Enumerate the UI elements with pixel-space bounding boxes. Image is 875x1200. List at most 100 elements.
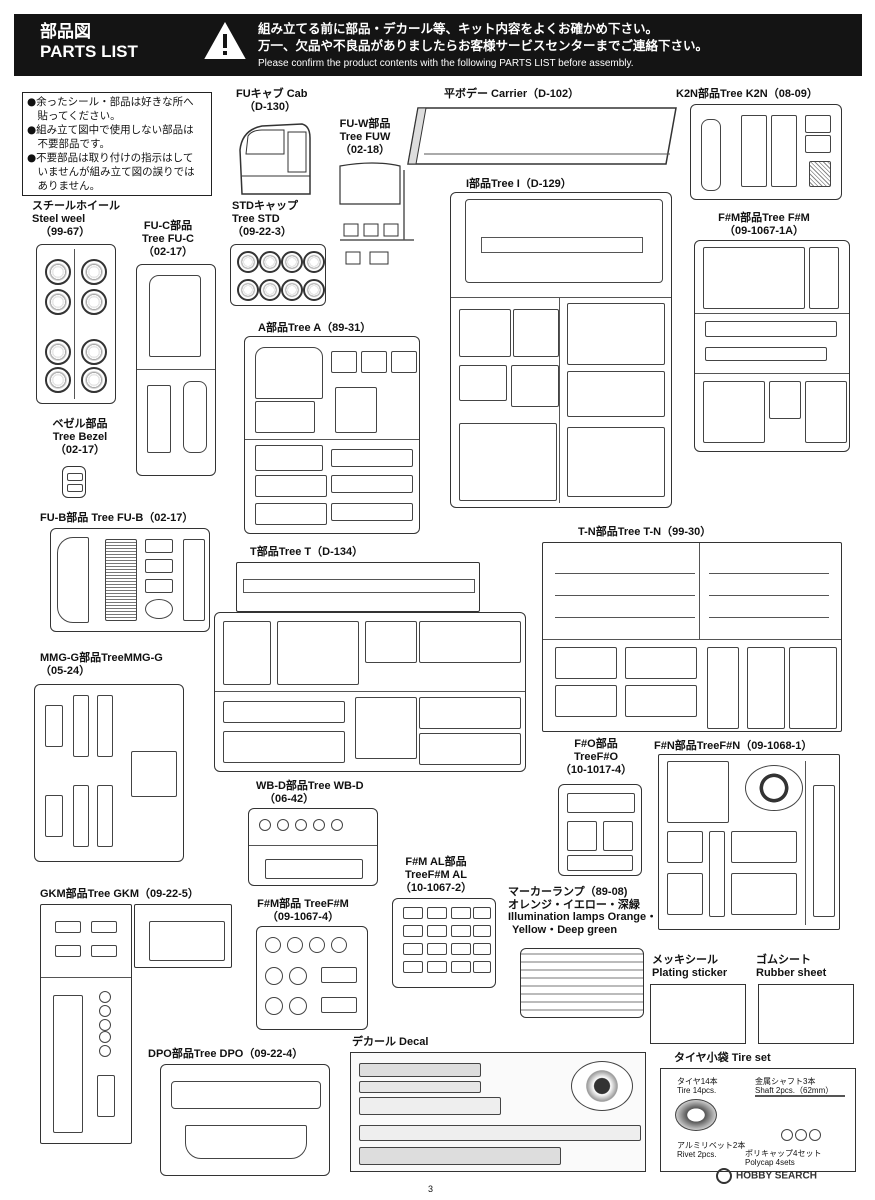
warning-icon [204,22,246,59]
label-text: FU-W部品 [339,118,391,130]
notes-box: ●余ったシール・部品は好きな所へ 貼ってください。 ●組み立て図中で使用しない部… [22,92,212,196]
runner [695,313,849,314]
label-text: F#O部品 [574,738,618,750]
t-n-tree [542,542,842,732]
carrier-part [407,107,677,165]
label-text: Polycap 4sets [745,1158,795,1167]
std-label: STDキャップ Tree STD （09-22-3） [232,200,298,239]
page-number: 3 [428,1184,434,1194]
plating-sticker-sheet [650,984,746,1044]
k2n-tree [690,104,842,200]
steel-wheel-label: スチールホイール Steel weel （99-67） [32,200,120,239]
note-line: いませんが組み立て図の誤りでは [27,166,195,178]
label-text: マーカーランプ（89-08) [508,886,628,898]
note-line: 貼ってください。 [27,110,121,122]
fu-b-tree [50,528,210,632]
wheel-part [45,367,71,393]
runner [805,761,806,925]
label-text: Tree Bezel [52,431,108,443]
runner [695,373,849,374]
tree-t [214,612,526,772]
label-text: TreeF#O [573,751,619,763]
note-line: ●組み立て図中で使用しない部品は [27,124,194,136]
wb-d-tree [248,808,378,886]
polycap-part [795,1129,807,1141]
tree-i-label: I部品Tree I（D-129） [466,178,572,190]
label-text: Tree STD [232,213,280,225]
label-text: Tree FUW [339,131,391,143]
label-text: Shaft 2pcs.（62mm） [755,1086,834,1095]
polycap-label: ポリキャップ4セット Polycap 4sets [745,1149,821,1167]
cab-label: FUキャブ Cab （D-130） [236,88,308,114]
label-text: タイヤ14本 [677,1077,718,1086]
fm-al-label: F#M AL部品 TreeF#M AL （10-1067-2） [386,856,486,895]
label-text: FU-C部品 [143,220,193,232]
t-n-label: T-N部品Tree T-N（99-30） [578,526,712,538]
fm2-label: F#M部品 TreeF#M （09-1067-4） [248,898,358,924]
label-text: Tree FU-C [142,233,194,245]
runner [215,691,525,692]
runner [559,297,560,503]
rail-part [709,617,829,618]
wheel-part [81,339,107,365]
fo-label: F#O部品 TreeF#O （10-1017-4） [546,738,646,777]
note-line: ●不要部品は取り付けの指示はして [27,152,194,164]
rail-part [555,617,695,618]
wheel-part [45,289,71,315]
polycap-part [809,1129,821,1141]
mmg-tree [34,684,184,862]
watermark-logo-icon [716,1168,732,1184]
label-text: （05-24） [40,665,91,677]
label-text: MMG-G部品TreeMMG-G [40,652,163,664]
plating-label: メッキシール Plating sticker [652,954,727,980]
polycap-part [781,1129,793,1141]
title-en: PARTS LIST [40,42,138,61]
rubber-label: ゴムシート Rubber sheet [756,954,826,980]
rail-part [555,573,695,574]
tree-i [450,192,672,508]
wheel-part [45,339,71,365]
runner [451,297,671,298]
label-text: Plating sticker [652,967,728,979]
rail-part [555,595,695,596]
tree-a [244,336,420,534]
wheel-part [81,367,107,393]
carrier-label: 平ボデー Carrier（D-102） [444,88,580,100]
runner [41,977,131,978]
fm-label: F#M部品Tree F#M （09-1067-1A） [684,212,844,238]
note-line: ●余ったシール・部品は好きな所へ [27,96,194,108]
gkm-label: GKM部品Tree GKM（09-22-5） [40,888,199,900]
rubber-sheet [758,984,854,1044]
dpo-tree [160,1064,330,1176]
note-line: 不要部品です。 [27,138,110,150]
watermark: HOBBY SEARCH [716,1168,817,1184]
runner [74,249,75,399]
label-text: （02-18） [339,144,391,156]
label-text: （99-67） [40,226,91,238]
label-text: Tire 14pcs. [677,1086,717,1095]
tire-label: タイヤ14本 Tire 14pcs. [677,1077,718,1095]
warning-message-line1: 組み立てる前に部品・デカール等、キット内容をよくお確かめ下さい。 [258,21,659,36]
warning-message-en: Please confirm the product contents with… [258,58,634,69]
label-text: オレンジ・イエロー・深緑 [508,898,640,911]
label-text: スチールホイール [32,200,120,212]
runner [245,439,419,440]
wb-d-label: WB-D部品Tree WB-D （06-42） [256,780,364,806]
k2n-label: K2N部品Tree K2N（08-09） [676,88,818,100]
label-text: F#M部品 TreeF#M [257,898,349,910]
marker-label: マーカーランプ（89-08) オレンジ・イエロー・深緑 Illumination… [508,886,657,936]
rail-part [709,573,829,574]
wheel-part [45,259,71,285]
label-text: ベゼル部品 [52,418,108,430]
label-text: （06-42） [264,793,315,805]
rail-part [709,595,829,596]
note-line: ありません。 [27,180,101,192]
fu-b-label: FU-B部品 Tree FU-B（02-17） [40,512,194,524]
shaft-part [755,1095,845,1097]
fm-tree [694,240,850,452]
label-text: （09-1067-4） [266,911,340,923]
label-text: （02-17） [142,246,194,258]
fu-c-label: FU-C部品 Tree FU-C （02-17） [128,220,208,259]
label-text: F#M AL部品 [405,856,467,868]
bezel-label: ベゼル部品 Tree Bezel （02-17） [40,418,120,457]
